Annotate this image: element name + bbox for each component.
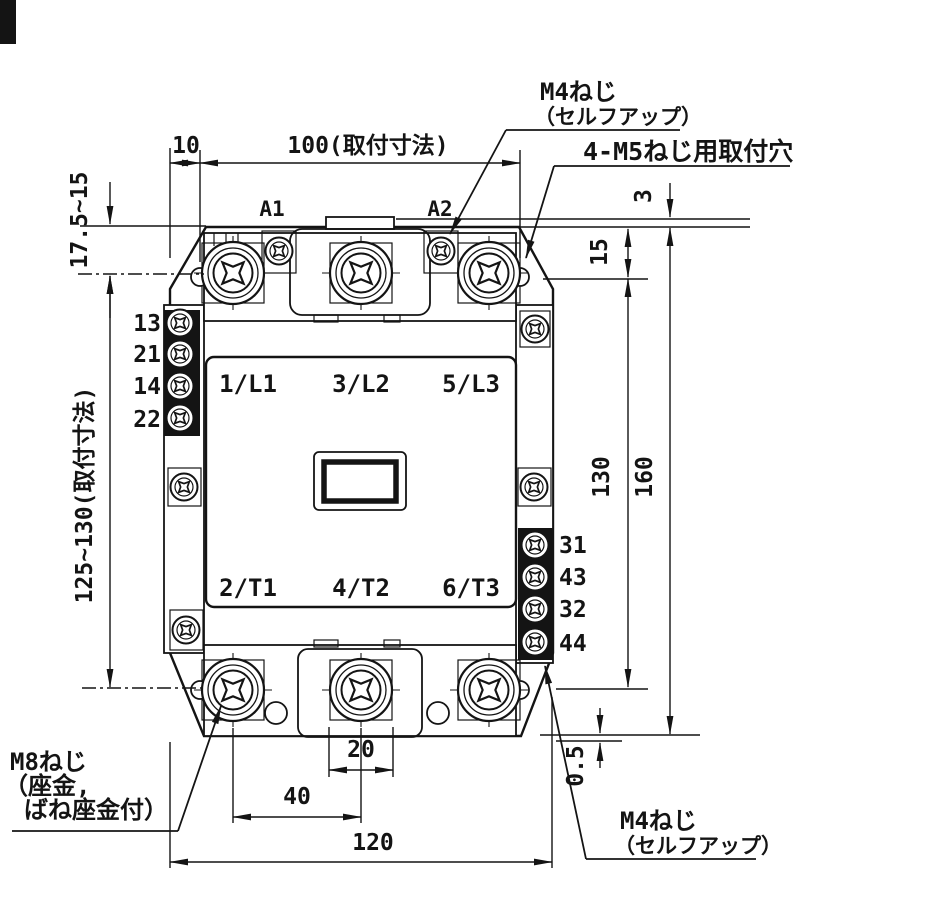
- face-plate: [204, 355, 518, 609]
- dim-10: 10: [172, 133, 200, 159]
- coil-frame: [289, 228, 431, 316]
- coil-terminal-pad-a2: [423, 230, 459, 274]
- nameplate-window-outer: [313, 451, 407, 511]
- nameplate-window-inner: [321, 459, 399, 504]
- dim-20: 20: [347, 737, 375, 763]
- aux-label-22: 22: [133, 407, 161, 433]
- dim-15: 15: [587, 238, 613, 266]
- dim-17-5-15: 17.5~15: [67, 172, 93, 269]
- top-cover-tab: [325, 216, 395, 230]
- aux-label-31: 31: [559, 533, 587, 559]
- left-aux-pad-1: [167, 467, 202, 507]
- right-aux-pad-1: [519, 310, 551, 348]
- main-screw-1L1: [200, 240, 266, 306]
- callouts: M4ねじ （セルフアップ） 4-M5ねじ用取付穴 M8ねじ （座金, ばね座金付…: [4, 78, 793, 860]
- aux-label-14: 14: [133, 374, 161, 400]
- dim-100-mounting: 100(取付寸法): [287, 133, 448, 159]
- main-screw-2T1: [200, 657, 266, 723]
- aux-screw-14: [165, 371, 195, 401]
- aux-screw-21: [165, 339, 195, 369]
- main-label-4T2: 4/T2: [332, 574, 390, 602]
- callout-m5-text: 4-M5ねじ用取付穴: [583, 137, 793, 166]
- coil-screw-a2: [426, 236, 456, 266]
- dim-0-5: 0.5: [563, 745, 589, 787]
- bottom-centre-frame: [297, 648, 423, 738]
- callout-m5-mounting-holes: 4-M5ねじ用取付穴: [525, 137, 793, 259]
- coil-label-a1: A1: [259, 197, 284, 221]
- coil-screw-a1: [264, 236, 294, 266]
- dim-130: 130: [589, 456, 615, 498]
- dim-160: 160: [632, 456, 658, 498]
- aux-label-43: 43: [559, 565, 587, 591]
- main-label-3L2: 3/L2: [332, 370, 390, 398]
- callout-m4-top-line1: M4ねじ: [540, 78, 617, 106]
- callout-m4-bottom-right: M4ねじ （セルフアップ）: [544, 665, 782, 860]
- main-label-6T3: 6/T3: [442, 574, 500, 602]
- contactor-body: [163, 216, 555, 738]
- main-label-5L3: 5/L3: [442, 370, 500, 398]
- coil-terminal-pad-a1: [261, 230, 297, 274]
- aux-label-21: 21: [133, 342, 161, 368]
- callout-m4-top: M4ねじ （セルフアップ）: [449, 78, 702, 235]
- aux-screw-right-1: [520, 314, 550, 344]
- callout-m8-bottom-left: M8ねじ （座金, ばね座金付）: [4, 705, 222, 832]
- dim-3: 3: [631, 189, 657, 203]
- terminal-labels: A1 A2 1/L1 3/L2 5/L3 2/T1 4/T2 6/T3 13 2…: [133, 197, 586, 657]
- callout-m8-line2: （座金,: [4, 772, 90, 800]
- aux-label-32: 32: [559, 597, 587, 623]
- aux-label-44: 44: [559, 631, 587, 657]
- main-screw-4T2: [328, 657, 394, 723]
- dim-125-130-mounting: 125~130(取付寸法): [72, 387, 98, 604]
- main-screw-6T3: [456, 657, 522, 723]
- callout-m8-line1: M8ねじ: [10, 748, 87, 776]
- wiring-hole-right: [426, 701, 450, 725]
- right-aux-pad-2: [517, 467, 552, 507]
- scan-artifact-mark: [0, 0, 16, 44]
- main-label-2T1: 2/T1: [219, 574, 277, 602]
- aux-screw-32: [520, 594, 550, 624]
- aux-screw-right-2: [519, 472, 549, 502]
- callout-m4-bottom-line2: （セルフアップ）: [614, 834, 782, 858]
- left-aux-pad-2: [169, 609, 204, 651]
- vent-slot: [313, 314, 339, 323]
- vent-slot: [383, 314, 401, 323]
- aux-label-13: 13: [133, 311, 161, 337]
- callout-m4-top-line2: （セルフアップ）: [534, 105, 702, 129]
- callout-m4-bottom-line1: M4ねじ: [620, 807, 697, 835]
- aux-screw-22: [165, 403, 195, 433]
- aux-screw-left-5: [169, 472, 199, 502]
- vent-slot: [313, 639, 339, 648]
- aux-screw-43: [520, 562, 550, 592]
- dim-40: 40: [283, 784, 311, 810]
- coil-label-a2: A2: [427, 197, 452, 221]
- aux-screw-44: [520, 627, 550, 657]
- aux-screw-left-6: [171, 615, 201, 645]
- callout-m8-line3: ばね座金付）: [24, 796, 168, 824]
- vent-slot: [383, 639, 401, 648]
- aux-screw-31: [520, 530, 550, 560]
- dim-120: 120: [352, 830, 394, 856]
- main-label-1L1: 1/L1: [219, 370, 277, 398]
- main-screw-5L3: [456, 240, 522, 306]
- main-screw-3L2: [328, 240, 394, 306]
- wiring-hole-left: [264, 701, 288, 725]
- aux-screw-13: [165, 308, 195, 338]
- dimension-texts: 10 100(取付寸法) 17.5~15 125~130(取付寸法) 3 15 …: [67, 133, 658, 856]
